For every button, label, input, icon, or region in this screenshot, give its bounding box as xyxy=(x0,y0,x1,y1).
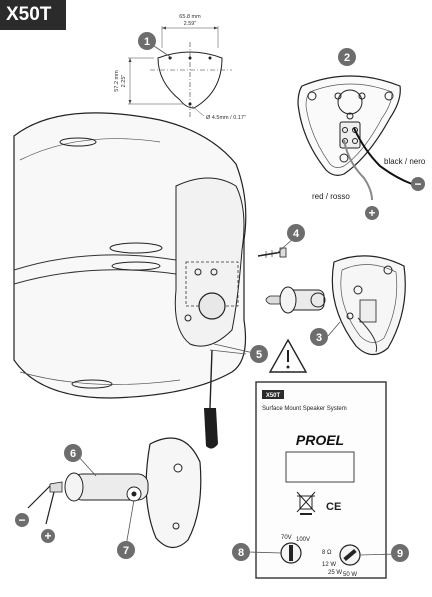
plus-sign: + xyxy=(368,206,375,220)
product-panel: X50T Surface Mount Speaker System PROEL … xyxy=(255,381,387,579)
dim-width-in: 2.59" xyxy=(184,21,197,27)
step-9-label: 9 xyxy=(397,548,403,560)
step-8-label: 8 xyxy=(238,547,244,559)
warning xyxy=(268,338,308,373)
black-wire-label: black / nero xyxy=(384,157,426,166)
panel-model: X50T xyxy=(266,393,281,399)
dim-height-in: 2.25" xyxy=(121,75,127,88)
step-7-label: 7 xyxy=(123,545,129,557)
speaker-body xyxy=(13,112,247,399)
closeup-plus-sign: + xyxy=(44,529,51,543)
power-50w: 50 W xyxy=(343,572,357,578)
red-wire-label: red / rosso xyxy=(312,192,350,201)
panel-brand: PROEL xyxy=(296,432,344,448)
weee-bin-icon xyxy=(296,491,316,515)
step-3-label: 3 xyxy=(316,332,322,344)
power-12w: 12 W xyxy=(322,562,336,568)
closeup-minus-marker xyxy=(15,513,29,527)
dim-width-mm: 65.8 mm xyxy=(179,14,201,20)
step-badges: 1 2 4 3 5 6 7 8 9 xyxy=(64,32,409,562)
leader-lines xyxy=(77,45,397,556)
model-title: X50T xyxy=(0,0,66,30)
closeup-plus-marker xyxy=(41,529,55,543)
step-2-label: 2 xyxy=(344,52,350,64)
closeup-minus-sign: − xyxy=(18,513,25,527)
bracket-closeup: − + xyxy=(15,437,202,549)
plus-marker xyxy=(365,206,379,220)
screw xyxy=(257,247,287,258)
step-5-label: 5 xyxy=(256,349,262,361)
terminal-wiring: black / nero red / rosso − + xyxy=(297,75,426,220)
impedance-8ohm: 8 Ω xyxy=(322,550,332,556)
step-1-label: 1 xyxy=(144,36,150,48)
voltage-70v: 70V xyxy=(281,535,292,541)
minus-sign: − xyxy=(414,177,421,191)
dim-hole: Ø 4.5mm / 0.17" xyxy=(206,115,246,121)
panel-subtitle: Surface Mount Speaker System xyxy=(262,406,347,412)
minus-marker xyxy=(411,177,425,191)
bracket-template: 65.8 mm 2.59" 57.2 mm 2.25" Ø 4.5mm / 0.… xyxy=(114,14,246,121)
step-4-label: 4 xyxy=(293,228,300,240)
screwdriver xyxy=(204,349,247,449)
dim-height-mm: 57.2 mm xyxy=(114,70,120,92)
power-25w: 25 W xyxy=(328,570,342,576)
step-6-label: 6 xyxy=(70,448,76,460)
ce-mark: CE xyxy=(326,501,341,513)
wall-bracket xyxy=(265,255,406,356)
voltage-100v: 100V xyxy=(296,537,310,543)
